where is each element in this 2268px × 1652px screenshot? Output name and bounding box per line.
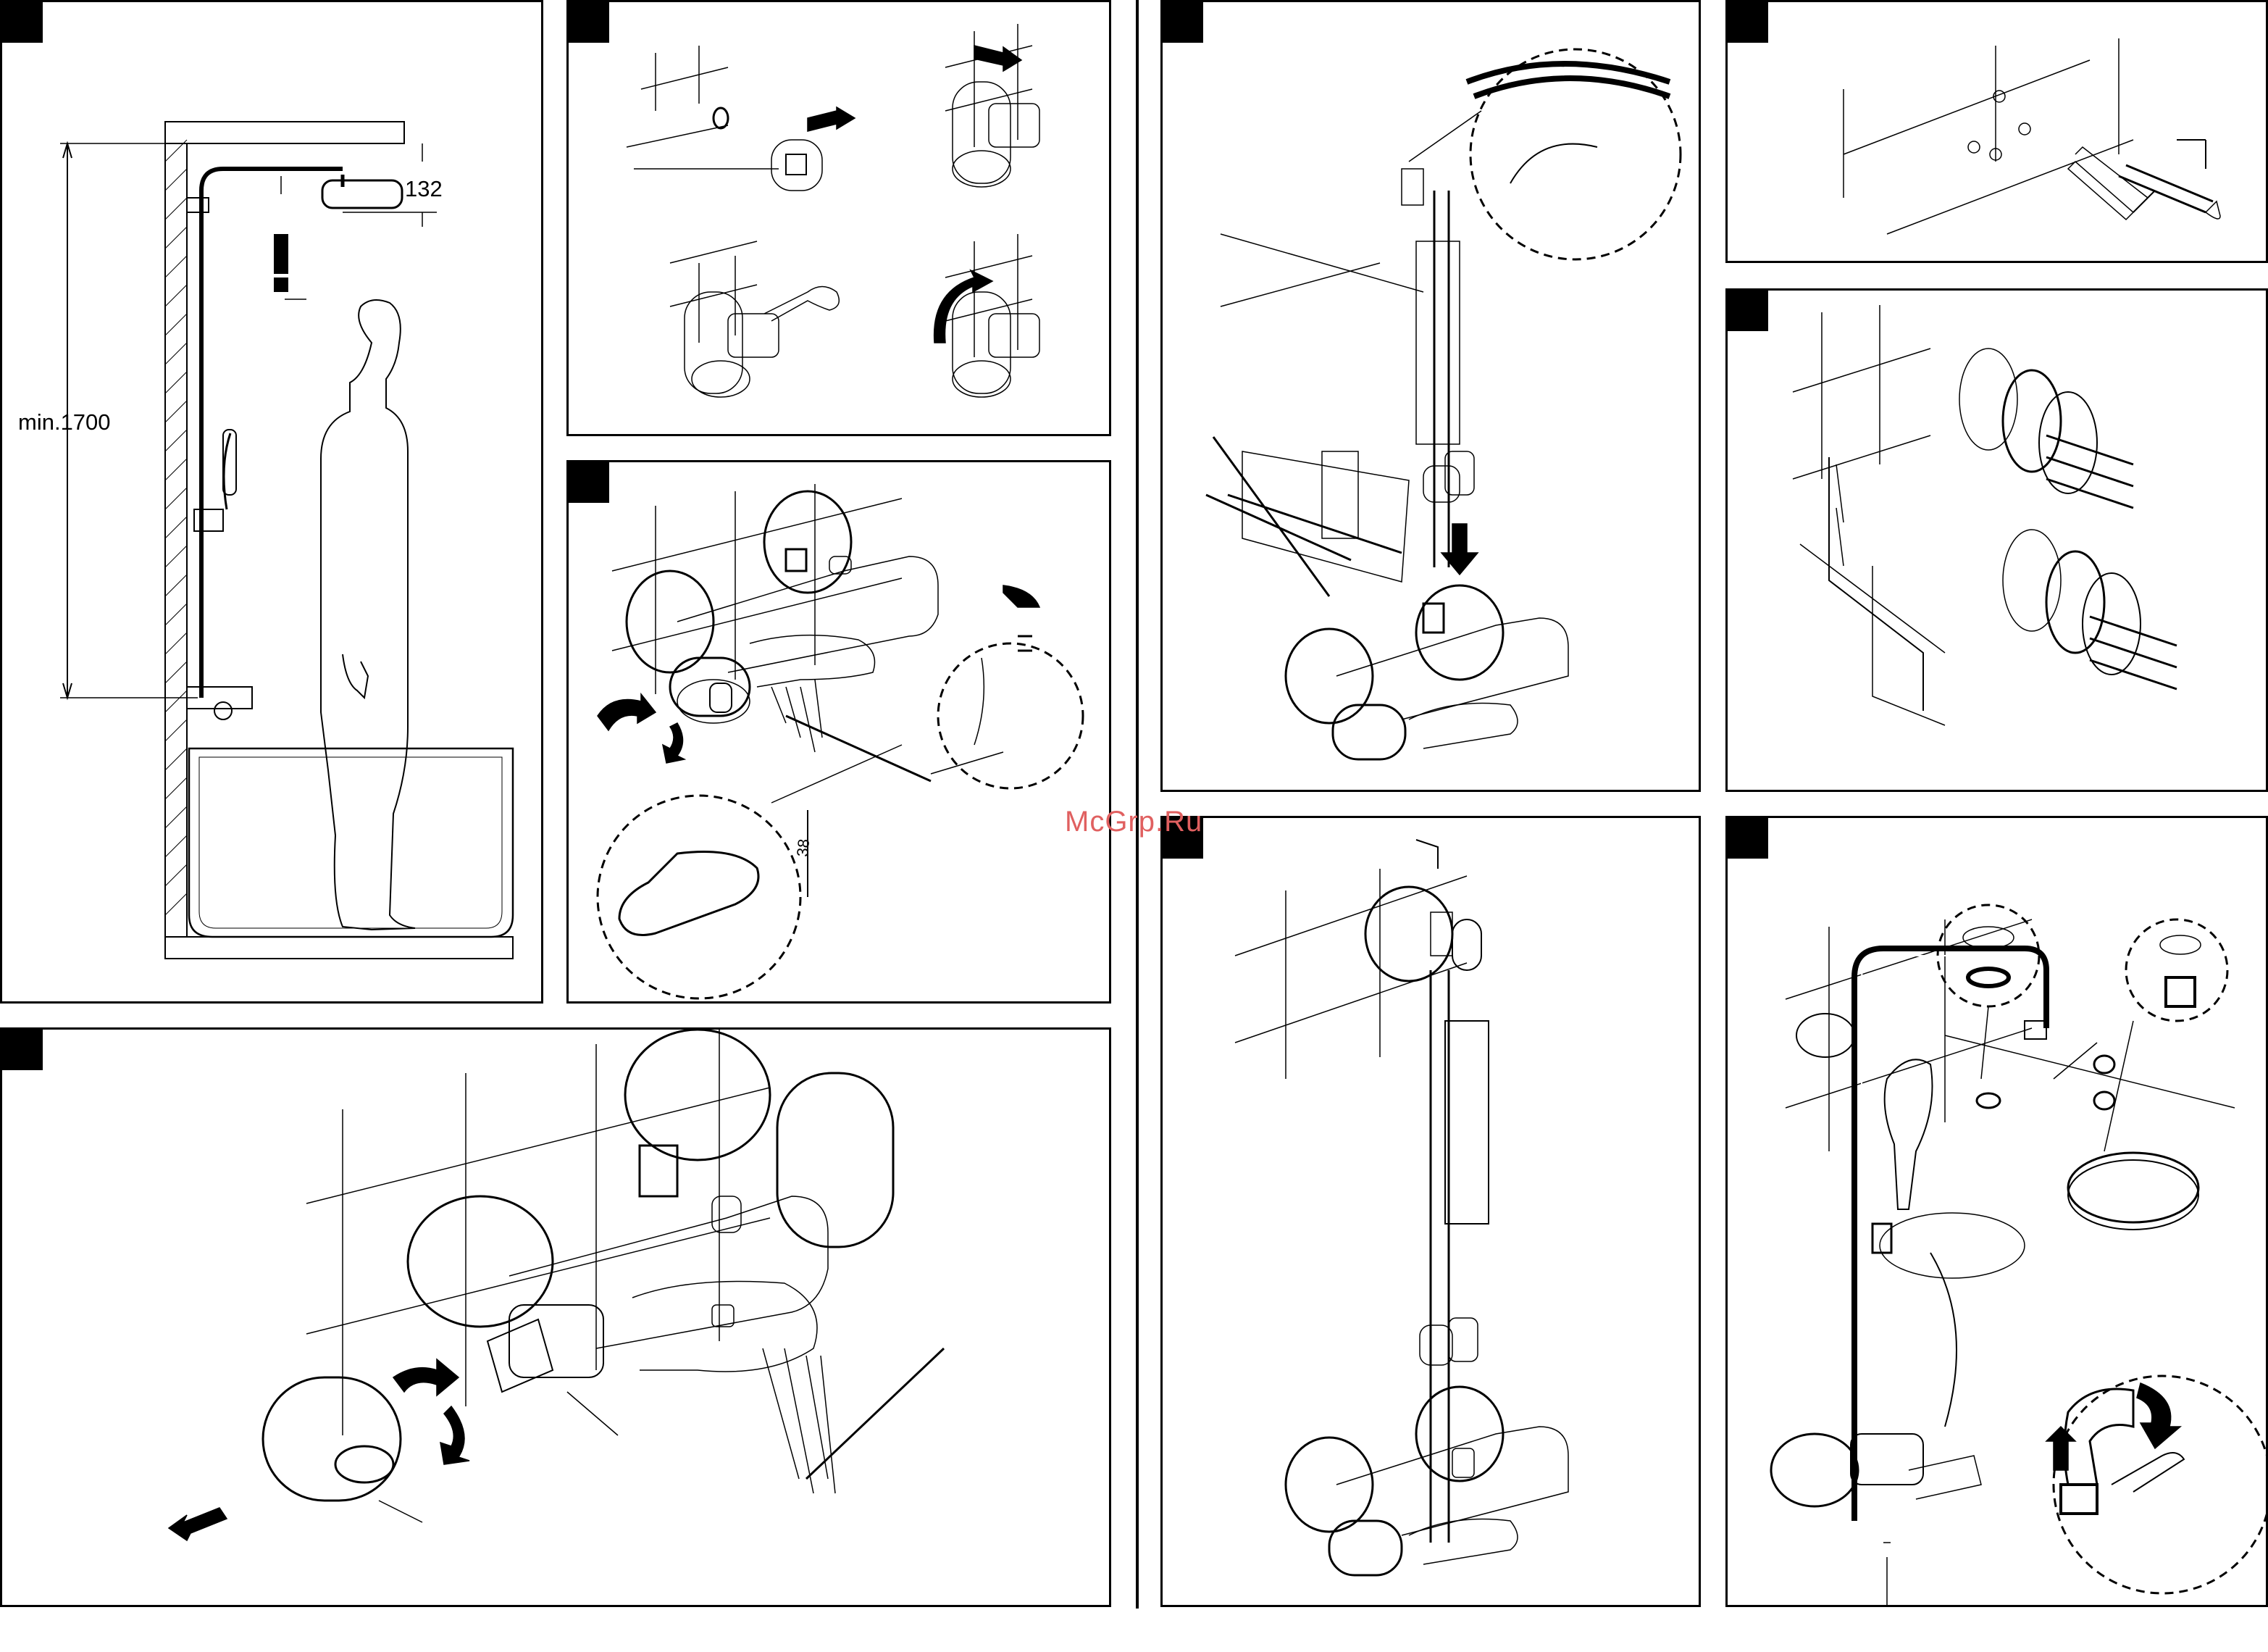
watermark-text: McGrp.Ru <box>1065 806 1202 838</box>
panel-column-mount <box>1160 0 1701 792</box>
dimension-min-height-label: min.1700 <box>18 409 111 435</box>
panel-head-shower-assembly <box>1725 816 2268 1607</box>
temperature-38-label: 38 <box>793 838 813 858</box>
panel-drilling <box>1725 0 2268 263</box>
panel-height-diagram: 132 min.1700 <box>0 0 543 1004</box>
panel-wall-connectors <box>566 0 1111 436</box>
column-divider <box>1136 0 1139 1609</box>
panel-cartridge-removal <box>0 1027 1111 1607</box>
drilling-drawing <box>1728 2 2268 263</box>
column-assembly-drawing <box>1163 818 1701 1607</box>
head-shower-drawing <box>1728 818 2268 1607</box>
flange-mount-drawing <box>1728 291 2268 792</box>
wall-connectors-drawing <box>569 2 1111 436</box>
height-diagram-drawing <box>2 2 543 1004</box>
dimension-132-label: 132 <box>405 176 443 202</box>
thermostat-check-drawing: 38 <box>569 462 1111 1004</box>
panel-flange-mount <box>1725 288 2268 792</box>
column-mount-drawing <box>1163 2 1701 792</box>
panel-thermostat-check: 38 <box>566 460 1111 1004</box>
cartridge-removal-drawing <box>2 1030 1111 1607</box>
panel-column-assembly <box>1160 816 1701 1607</box>
